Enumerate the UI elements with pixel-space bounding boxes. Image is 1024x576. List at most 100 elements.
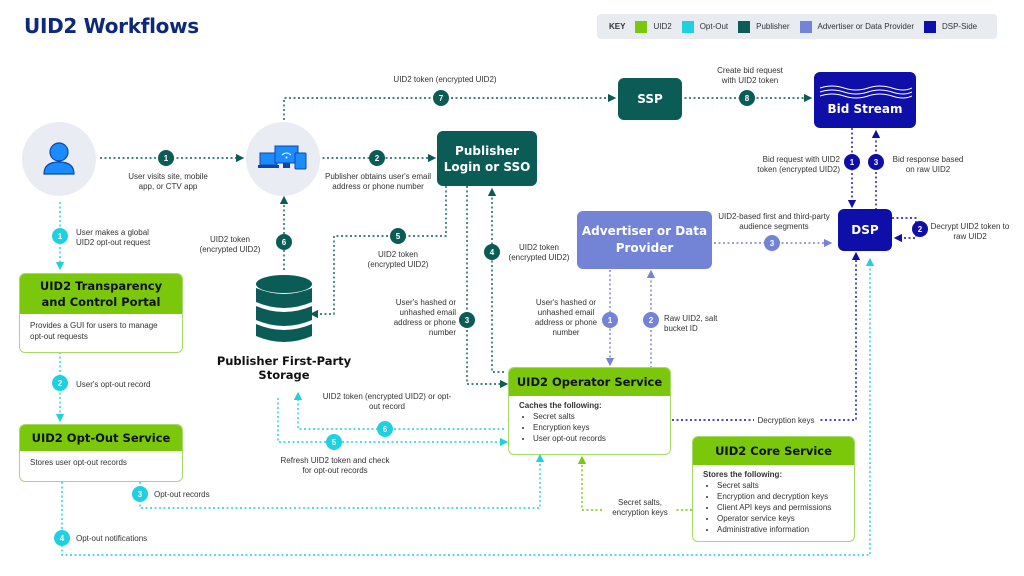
storage-label: Publisher First-Party Storage [216,354,352,382]
step-label-pub-2: Publisher obtains user's email address o… [324,172,432,191]
step-badge-pub-2: 2 [369,150,385,166]
user-icon [43,142,75,175]
step-label-pub-5: UID2 token (encrypted UID2) [367,250,429,269]
advertiser-label: Advertiser or Data Provider [581,224,708,255]
user-node [22,122,96,196]
step-badge-opt-4: 4 [54,530,70,546]
step-label-opt-1: User makes a global UID2 opt-out request [76,228,151,247]
step-badge-pub-3: 3 [459,312,475,328]
step-badge-opt-2: 2 [52,375,68,391]
operator-subtitle: Caches the following: [519,401,602,410]
step-label-adv-1: User's hashed or unhashed email address … [534,298,598,337]
core-list-item: Secret salts [717,480,844,491]
legend-label: Opt-Out [699,22,729,31]
core-service-title: UID2 Core Service [693,437,854,465]
step-badge-pub-5: 5 [390,228,406,244]
line-storage-refresh [277,398,509,447]
legend-label: DSP-Side [941,22,978,31]
legend-item-uid2: UID2 [635,20,672,33]
step-label-opt-4: Opt-out notifications [76,534,148,543]
step-badge-pub-7: 7 [433,90,449,106]
legend-swatch [738,20,751,33]
step-label-dsp-2: Decrypt UID2 token to raw UID2 [930,222,1010,241]
line-optout-to-operator [139,453,545,509]
bid-stream-node: Bid Stream [814,72,916,128]
step-label-pub-8: Create bid request with UID2 token [717,66,783,85]
portal-description: Provides a GUI for users to manage opt-o… [30,321,158,341]
step-label-opt-6: UID2 token (encrypted UID2) or opt-out r… [322,392,452,411]
step-label-opt-5: Refresh UID2 token and check for opt-out… [280,456,390,475]
database-icon [256,275,312,342]
step-label-opt-2: User's opt-out record [76,380,151,389]
legend-swatch [923,20,936,33]
step-badge-pub-1: 1 [158,150,174,166]
operator-service-title: UID2 Operator Service [509,368,670,396]
step-badge-adv-3: 3 [764,235,780,251]
legend-label: Publisher [756,22,790,31]
step-badge-adv-2: 2 [643,312,659,328]
waves-icon [819,85,912,99]
operator-service-node: UID2 Operator Service Caches the followi… [508,367,671,455]
line-login-to-storage [309,186,447,319]
operator-list-item: User opt-out records [533,433,660,444]
legend-label: Advertiser or Data Provider [817,22,914,31]
operator-list: Secret salts Encryption keys User opt-ou… [519,411,660,444]
step-label-dsp-3: Bid response based on raw UID2 [892,155,964,174]
operator-list-item: Encryption keys [533,422,660,433]
line-optout-to-dsp [61,257,875,556]
legend-swatch [681,20,694,33]
legend-swatch [635,20,648,33]
legend-item-publisher: Publisher [738,20,790,33]
core-subtitle: Stores the following: [703,470,783,479]
step-label-adv-3: UID2-based first and third-party audienc… [718,212,830,231]
portal-title: UID2 Transparency and Control Portal [20,274,182,314]
step-badge-opt-6: 6 [377,421,393,437]
optout-service-description: Stores user opt-out records [30,458,127,467]
operator-list-item: Secret salts [533,411,660,422]
step-badge-opt-1: 1 [52,228,68,244]
step-badge-pub-6: 6 [276,234,292,250]
core-service-node: UID2 Core Service Stores the following: … [692,436,855,542]
step-label-pub-6: UID2 token (encrypted UID2) [199,235,261,254]
ssp-label: SSP [637,92,663,106]
line-operator-to-storage [293,391,504,430]
core-list-item: Client API keys and permissions [717,502,844,513]
dsp-node: DSP [838,209,892,251]
legend-label: UID2 [653,22,672,31]
legend-title: KEY [609,22,626,31]
step-label-dsp-1: Bid request with UID2 token (encrypted U… [757,155,840,174]
ssp-node: SSP [618,78,682,120]
portal-node: UID2 Transparency and Control Portal Pro… [19,273,183,353]
core-list: Secret salts Encryption and decryption k… [703,480,844,535]
optout-service-node: UID2 Opt-Out Service Stores user opt-out… [19,424,183,482]
advertiser-node: Advertiser or Data Provider [577,211,712,269]
line-login-to-operator [466,186,509,389]
devices-icon [258,145,307,170]
step-label-pub-1: User visits site, mobile app, or CTV app [128,172,208,191]
core-list-item: Administrative information [717,524,844,535]
legend-item-dsp-side: DSP-Side [923,20,978,33]
page-title: UID2 Workflows [24,14,199,38]
step-badge-dsp-2: 2 [912,221,928,237]
step-label-opt-3: Opt-out records [154,490,210,499]
step-label-adv-2: Raw UID2, salt bucket ID [664,314,718,333]
step-label-pub-3: User's hashed or unhashed email address … [393,298,456,337]
step-badge-opt-5: 5 [326,434,342,450]
step-badge-adv-1: 1 [602,312,618,328]
line-decryption-keys [672,251,861,421]
legend: KEY UID2 Opt-Out Publisher Advertiser or… [597,14,997,39]
core-list-item: Encryption and decryption keys [717,491,844,502]
optout-service-title: UID2 Opt-Out Service [20,425,182,451]
publisher-login-node: Publisher Login or SSO [437,131,537,186]
bid-stream-label: Bid Stream [827,102,903,116]
dsp-label: DSP [851,223,879,237]
line-operator-to-login [487,187,504,373]
decryption-keys-label: Decryption keys [754,416,818,426]
step-badge-pub-4: 4 [484,244,500,260]
legend-item-opt-out: Opt-Out [681,20,729,33]
step-label-pub-7: UID2 token (encrypted UID2) [393,75,497,84]
legend-item-advertiser: Advertiser or Data Provider [799,20,914,33]
devices-node [246,122,320,196]
legend-swatch [799,20,812,33]
core-list-item: Operator service keys [717,513,844,524]
